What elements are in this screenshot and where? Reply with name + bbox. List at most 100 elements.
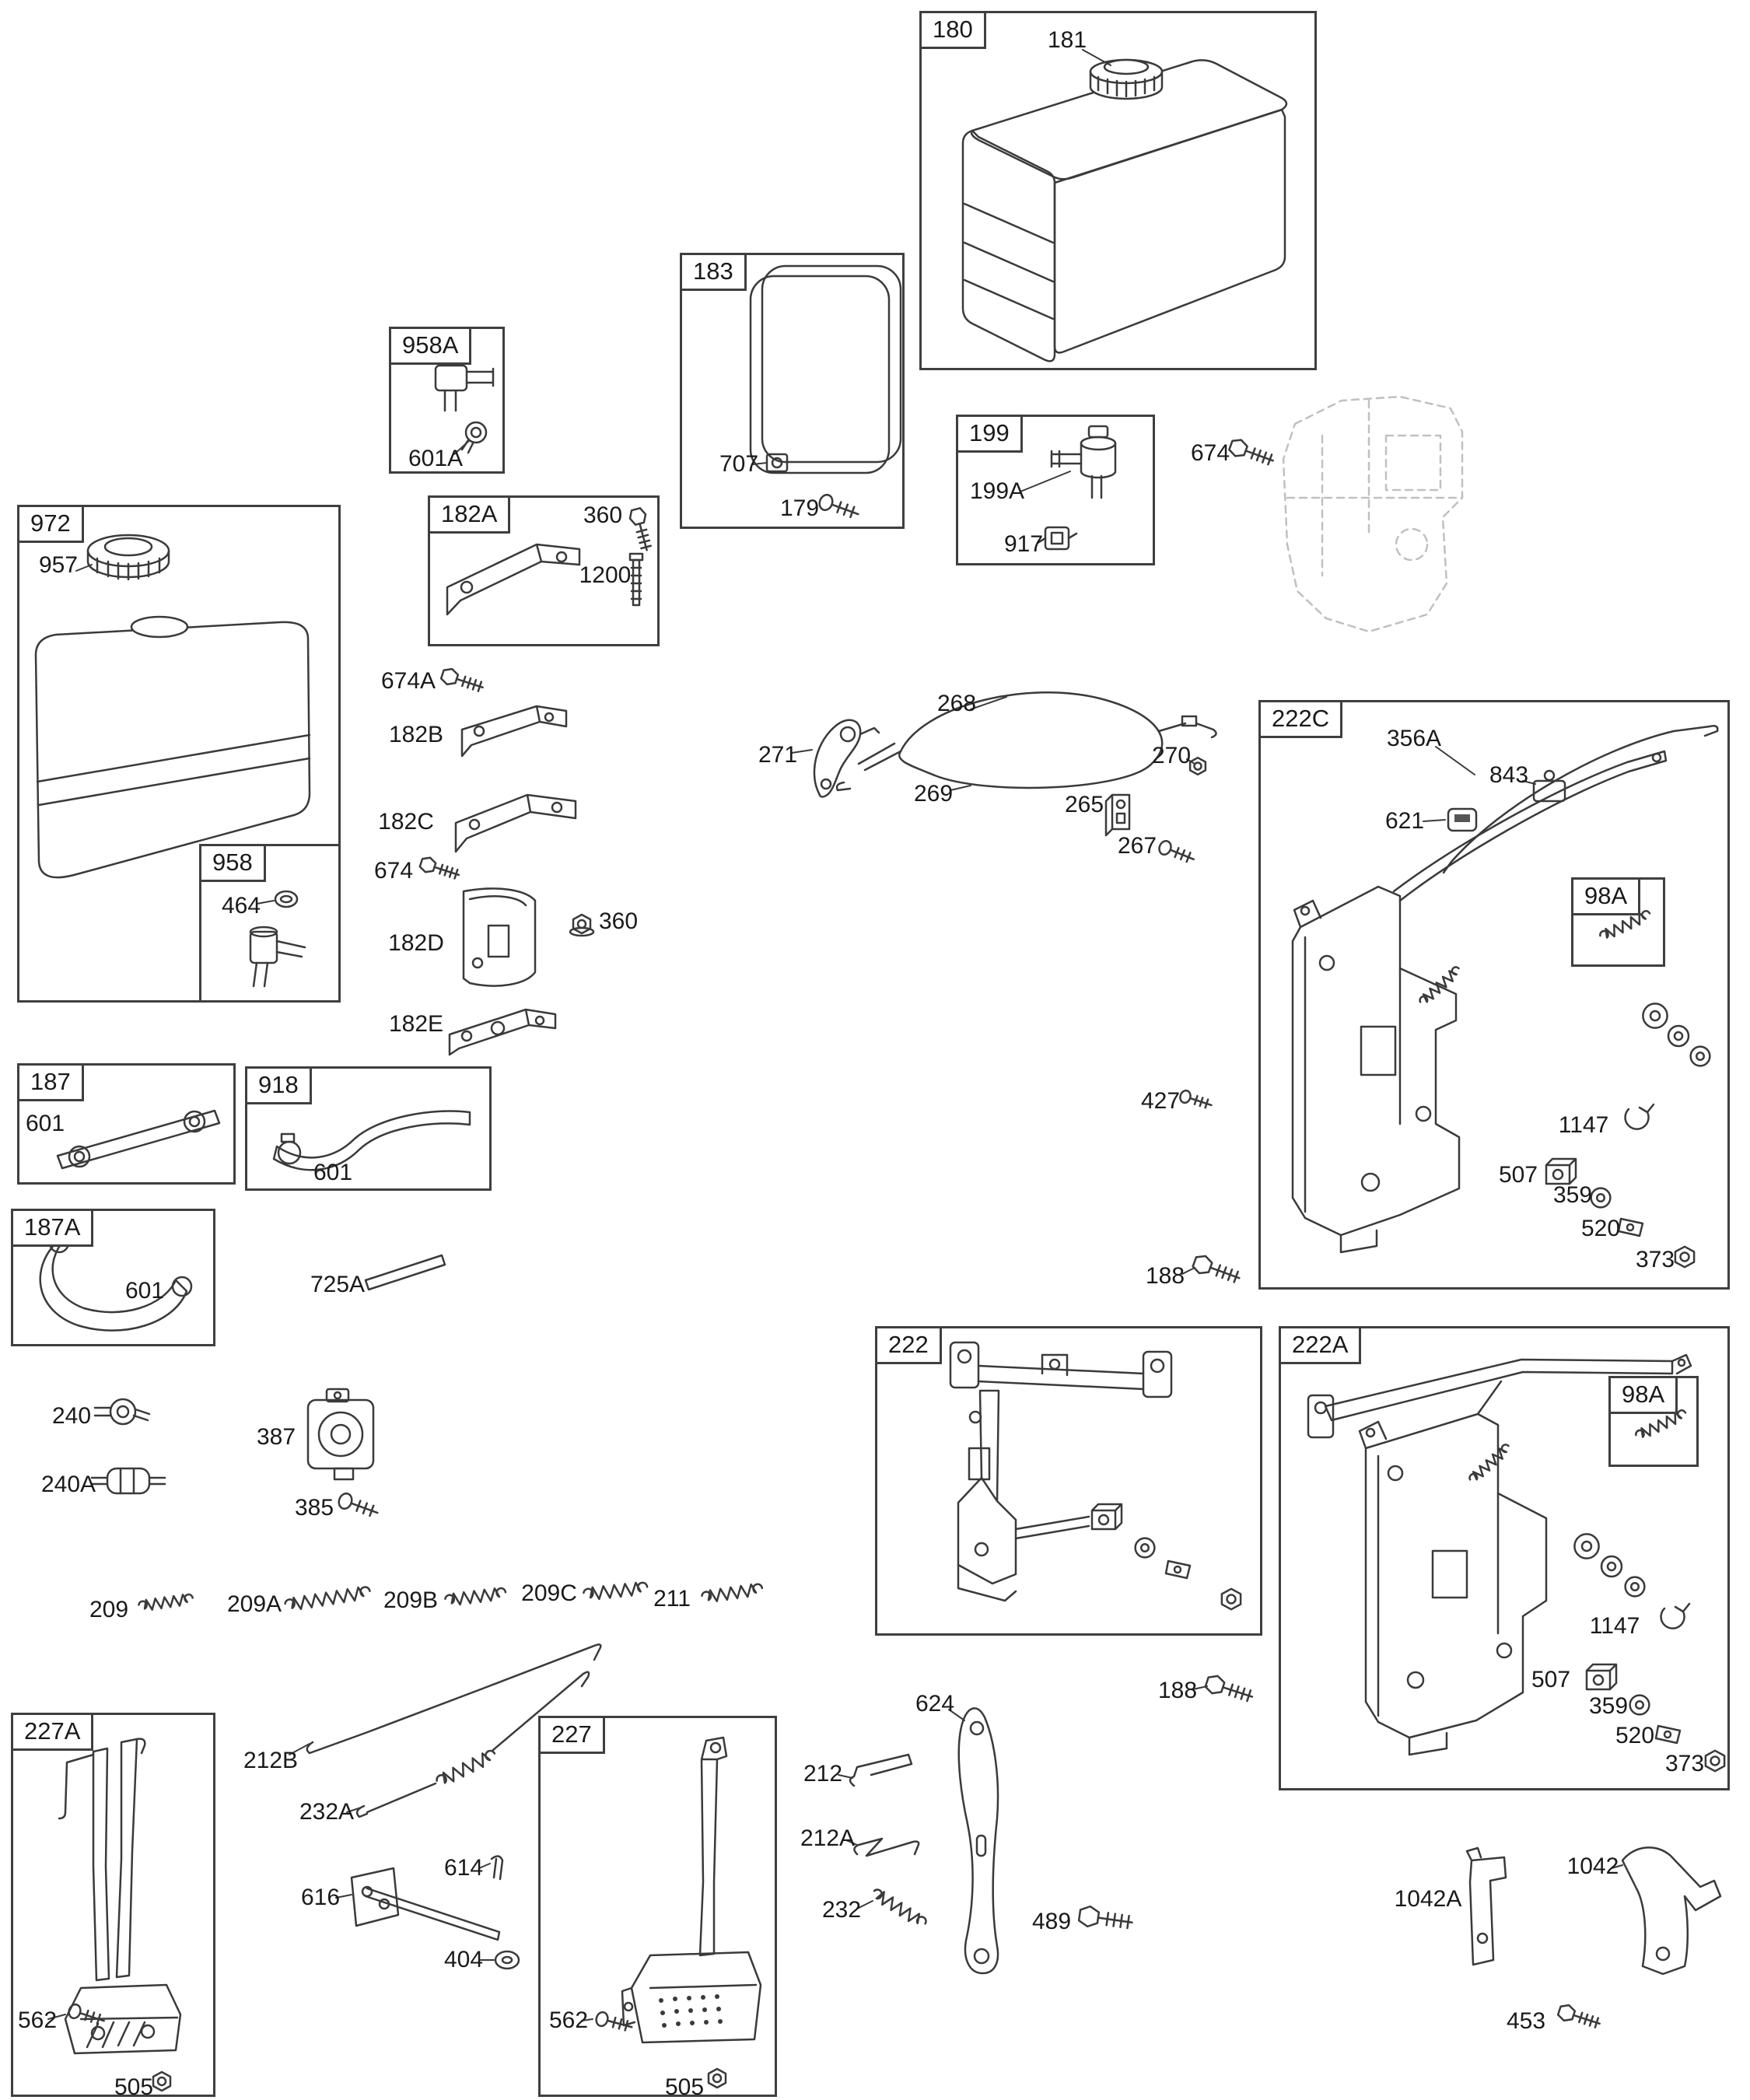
callout-489: 489 <box>1031 1909 1072 1934</box>
bolt-188-222 <box>1202 1672 1256 1706</box>
group-label-918: 918 <box>245 1066 312 1104</box>
bolt-489 <box>1077 1904 1135 1934</box>
callout-182c: 182C <box>378 809 434 835</box>
callout-427: 427 <box>1140 1088 1181 1114</box>
callout-601a: 601A <box>408 446 464 471</box>
callout-179: 179 <box>779 495 820 521</box>
callout-562-227a: 562 <box>17 2007 58 2033</box>
pivot-bracket-616-illustration <box>352 1868 499 1940</box>
callout-240a: 240A <box>40 1472 96 1497</box>
spring-209c <box>582 1580 649 1602</box>
callout-957: 957 <box>38 552 79 578</box>
callout-1042: 1042 <box>1566 1853 1619 1879</box>
group-box-958: 958 <box>199 844 341 1003</box>
callout-373-222a: 373 <box>1664 1751 1705 1776</box>
bracket-1042-illustration <box>1622 1847 1720 1974</box>
callout-453: 453 <box>1506 2008 1546 2034</box>
screw-674 <box>418 855 462 884</box>
fuel-line-187-illustration <box>58 1111 219 1168</box>
group-label-187: 187 <box>17 1063 84 1101</box>
pump-387-illustration <box>308 1389 373 1479</box>
clip-621 <box>1448 809 1476 831</box>
screw-385 <box>335 1490 382 1521</box>
lever-assembly-227a-illustration <box>59 1739 180 2092</box>
callout-674-182: 674 <box>373 858 414 884</box>
callout-240: 240 <box>51 1403 92 1429</box>
callout-385: 385 <box>294 1495 334 1521</box>
screw-267 <box>1156 838 1198 867</box>
group-box-183: 183 <box>680 253 905 529</box>
spring-232 <box>869 1886 929 1930</box>
callout-843: 843 <box>1489 762 1529 788</box>
callout-624: 624 <box>915 1691 955 1717</box>
fuel-cap-957 <box>88 535 169 577</box>
callout-188-222c: 188 <box>1145 1263 1185 1289</box>
block-843 <box>1534 771 1565 801</box>
group-box-199: 199 <box>956 415 1155 565</box>
group-box-958a: 958A <box>389 327 505 474</box>
filter-240a-illustration <box>92 1468 165 1493</box>
bracket-1042a-illustration <box>1467 1848 1506 1965</box>
group-box-182a: 182A <box>428 495 660 646</box>
callout-621: 621 <box>1384 808 1425 834</box>
group-box-222c: 222C <box>1258 700 1730 1290</box>
group-label-199: 199 <box>956 415 1023 453</box>
lever-271-illustration <box>814 720 879 797</box>
callout-360-182d: 360 <box>598 908 639 934</box>
callout-674-199: 674 <box>1190 440 1230 466</box>
callout-212: 212 <box>803 1761 843 1787</box>
engine-ghost-outline <box>1283 397 1462 632</box>
callout-601-187: 601 <box>25 1111 65 1136</box>
callout-360-182a: 360 <box>583 502 623 528</box>
throttle-cable-illustration <box>837 692 1216 790</box>
group-box-227: 227 <box>538 1716 777 2097</box>
bracket-222-illustration <box>950 1342 1242 1611</box>
group-label-222a: 222A <box>1279 1326 1362 1364</box>
group-box-222a: 222A <box>1279 1326 1730 1790</box>
callout-601-187a: 601 <box>124 1278 165 1304</box>
group-label-227a: 227A <box>11 1713 94 1751</box>
group-label-227: 227 <box>538 1716 605 1754</box>
fuel-valve-199-illustration <box>1038 426 1277 549</box>
callout-268: 268 <box>936 691 977 716</box>
nut-360 <box>572 913 592 935</box>
group-box-180: 180 <box>919 11 1317 370</box>
clip-917 <box>1038 527 1076 549</box>
spring-211 <box>700 1582 765 1605</box>
washer-404 <box>495 1951 519 1969</box>
group-box-187a: 187A <box>11 1209 215 1346</box>
group-box-187: 187 <box>17 1063 236 1185</box>
callout-505-227: 505 <box>664 2074 705 2100</box>
callout-188-222: 188 <box>1157 1678 1198 1703</box>
bracket-222a-illustration <box>1308 1355 1726 1773</box>
callout-209b: 209B <box>383 1587 439 1613</box>
callout-209c: 209C <box>521 1580 577 1606</box>
spring-209 <box>137 1592 194 1612</box>
group-box-918: 918 <box>245 1066 492 1191</box>
hose-clamp-601a <box>466 422 486 443</box>
callout-601-918: 601 <box>313 1160 353 1185</box>
fuel-outlet-valve-958-illustration <box>250 891 305 986</box>
callout-614: 614 <box>443 1855 484 1881</box>
callout-212a: 212A <box>800 1825 856 1851</box>
group-label-98a-2: 98A <box>1608 1376 1678 1414</box>
callout-356a: 356A <box>1386 726 1442 751</box>
fuel-tank-large-illustration <box>963 60 1286 361</box>
callout-267: 267 <box>1117 833 1157 859</box>
bracket-stack-182-illustration <box>418 666 593 1055</box>
callout-199a: 199A <box>969 478 1025 504</box>
callout-464: 464 <box>221 893 261 919</box>
group-label-183: 183 <box>680 253 747 291</box>
control-bracket-222c-illustration <box>1293 726 1717 1269</box>
screw-427 <box>1178 1088 1214 1112</box>
grommet-707 <box>772 458 782 467</box>
callout-232a: 232A <box>299 1799 355 1825</box>
callout-1042a: 1042A <box>1394 1886 1462 1912</box>
callout-404: 404 <box>443 1947 484 1972</box>
group-label-98a-1: 98A <box>1571 877 1641 915</box>
link-624-illustration <box>959 1708 998 1973</box>
callout-505-227a: 505 <box>114 2074 154 2100</box>
callout-182d: 182D <box>388 930 444 956</box>
group-box-222: 222 <box>875 1326 1262 1636</box>
